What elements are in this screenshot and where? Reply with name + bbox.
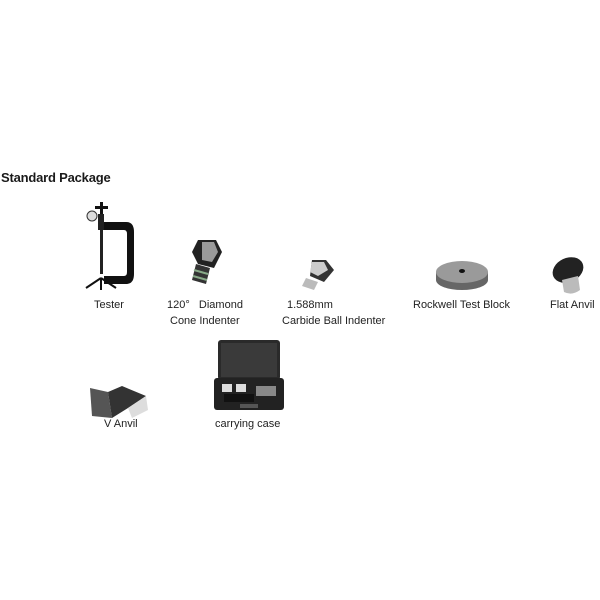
carrying-case-icon bbox=[214, 340, 284, 410]
item-label-carbide-line2: Carbide Ball Indenter bbox=[282, 315, 386, 327]
item-label-diamond-line1: 120° Diamond bbox=[167, 299, 243, 311]
item-label-diamond-line2: Cone Indenter bbox=[170, 315, 240, 327]
item-label-tester: Tester bbox=[94, 299, 124, 311]
diamond-indenter-icon bbox=[192, 240, 222, 284]
item-label-carrying-case: carrying case bbox=[215, 418, 281, 430]
item-label-flat-anvil: Flat Anvil bbox=[550, 299, 595, 311]
flat-anvil-icon bbox=[552, 257, 584, 294]
item-label-test-block: Rockwell Test Block bbox=[413, 299, 510, 311]
item-label-carbide-line1: 1.588mm bbox=[287, 299, 333, 311]
item-label-v-anvil: V Anvil bbox=[104, 418, 138, 430]
tester-icon bbox=[85, 202, 134, 290]
carbide-ball-indenter-icon bbox=[302, 260, 334, 290]
test-block-icon bbox=[436, 261, 488, 290]
section-title: Standard Package bbox=[1, 170, 111, 185]
v-anvil-icon bbox=[90, 386, 148, 418]
